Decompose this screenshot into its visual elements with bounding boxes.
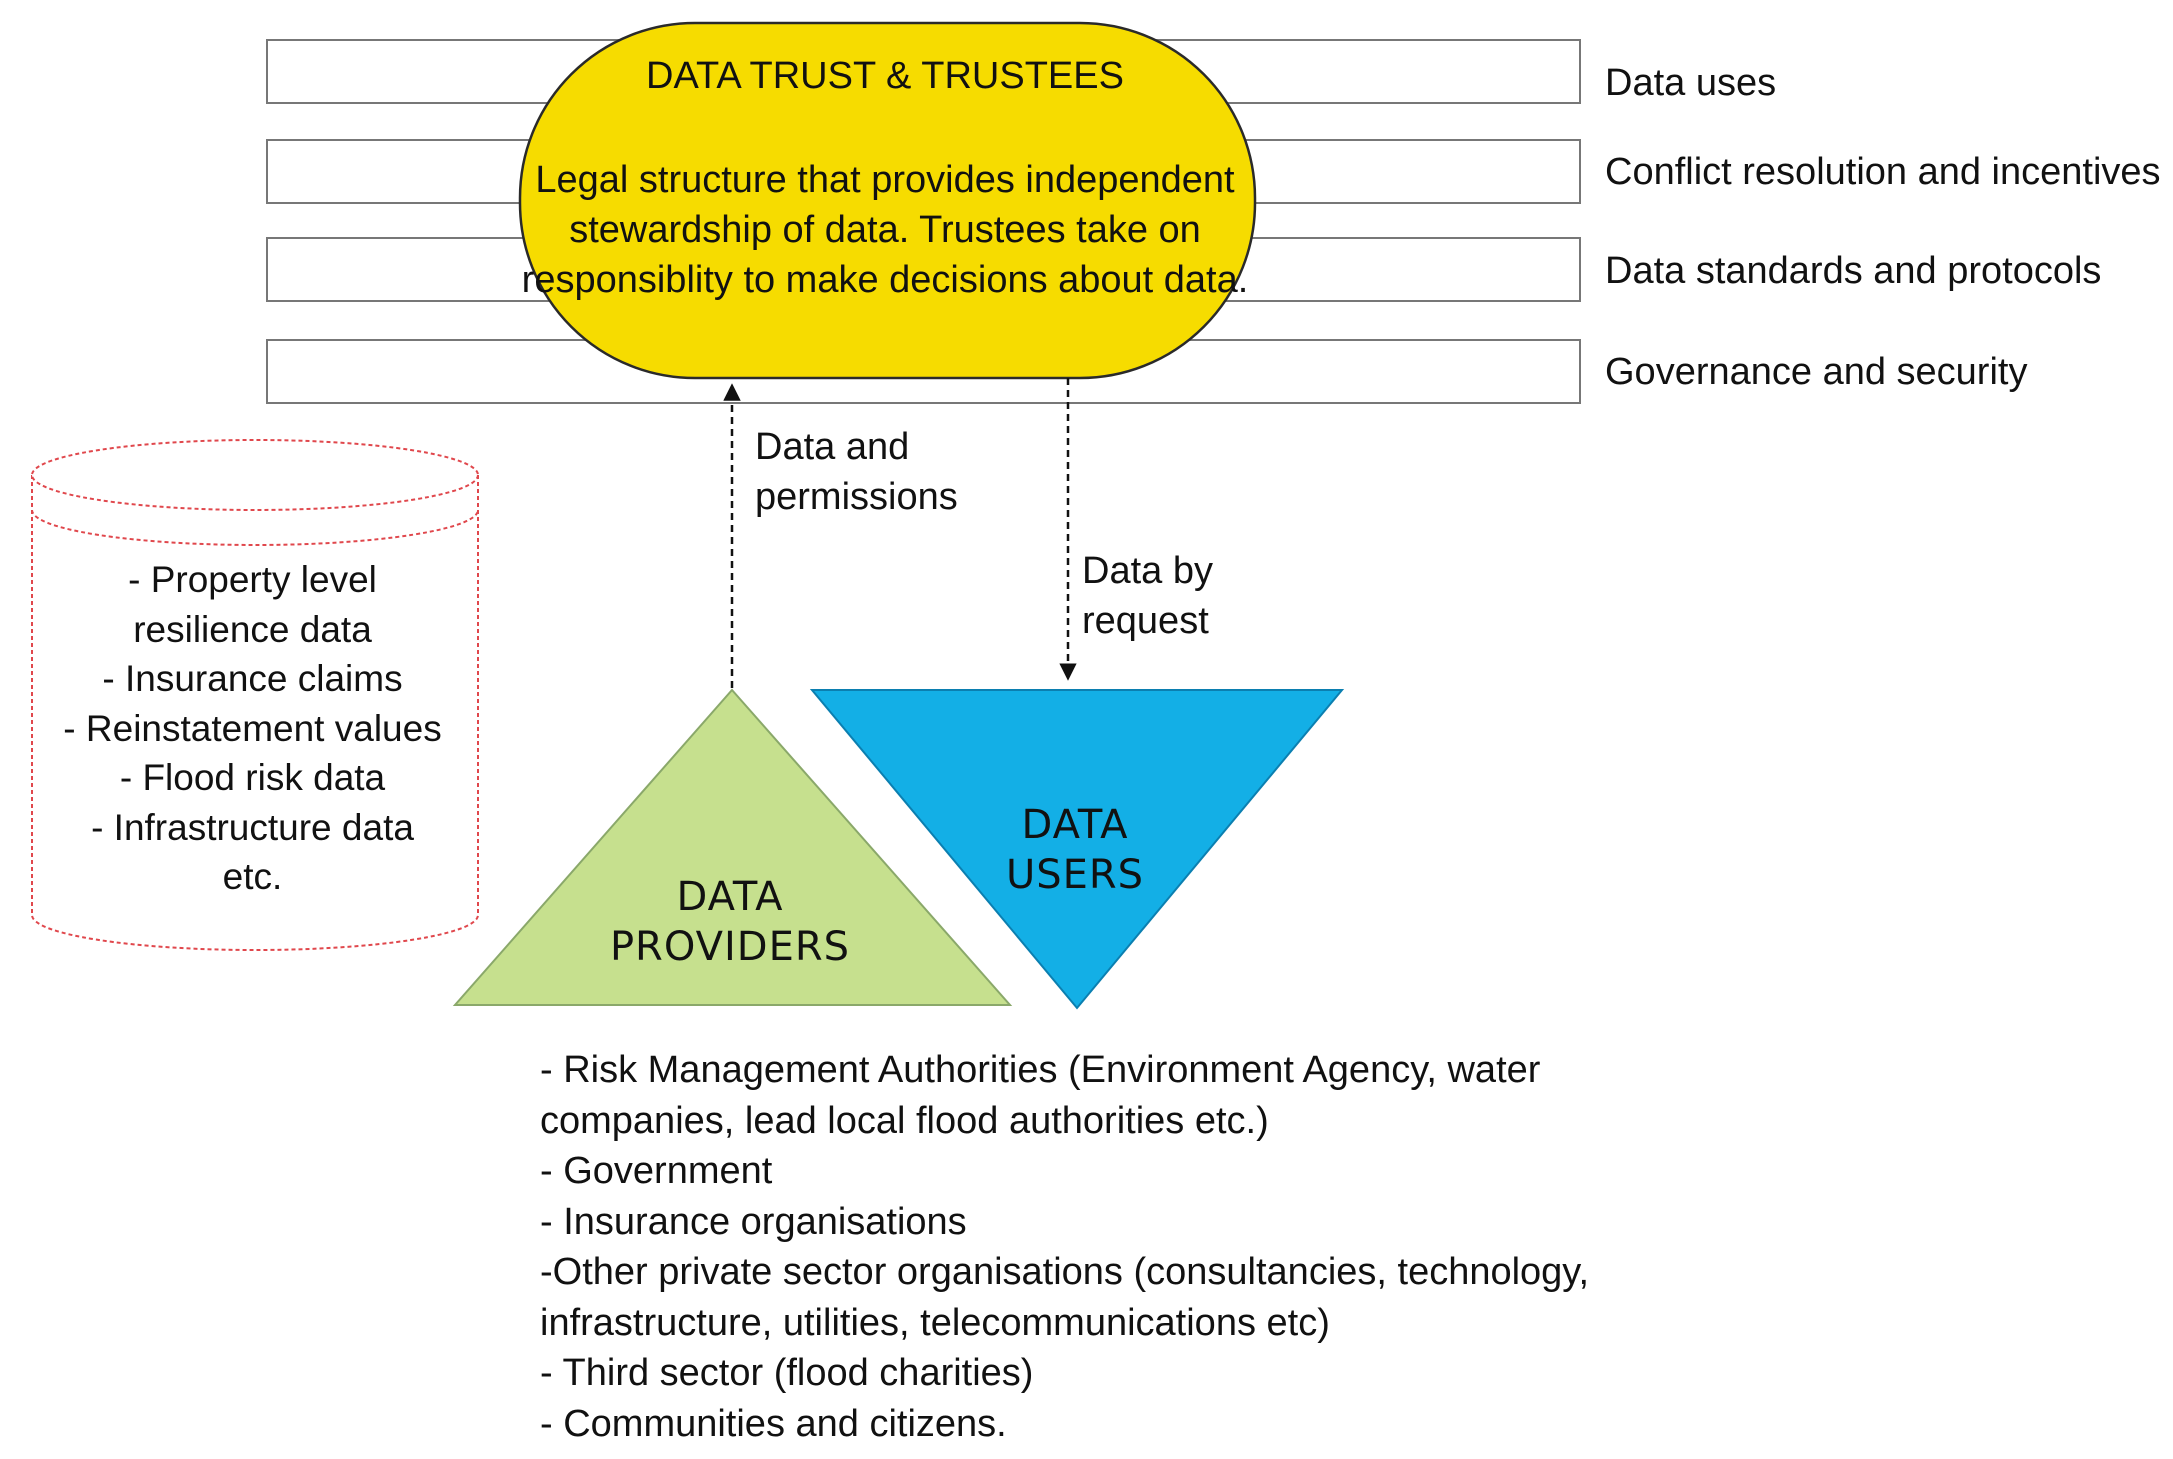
- data-users-label: DATA USERS: [1005, 802, 1145, 898]
- provider-organisation-list: - Risk Management Authorities (Environme…: [540, 1045, 1640, 1449]
- data-by-request-label: Data by request: [1082, 550, 1213, 642]
- layer-label-governance: Governance and security: [1605, 351, 2028, 393]
- list-item: companies, lead local flood authorities …: [540, 1099, 1269, 1142]
- list-item: - Insurance organisations: [540, 1200, 967, 1243]
- database-item-list: - Property level resilience data - Insur…: [40, 555, 465, 902]
- list-item: - Risk Management Authorities (Environme…: [540, 1049, 1541, 1091]
- database-cylinder-body: [31, 475, 479, 951]
- list-item: - Third sector (flood charities): [540, 1352, 1034, 1394]
- data-providers-label: DATA PROVIDERS: [609, 874, 851, 970]
- data-providers-triangle: [452, 688, 1013, 1006]
- database-cylinder-ring: [31, 509, 479, 546]
- database-cylinder-top: [31, 439, 479, 511]
- list-item: -Other private sector organisations (con…: [540, 1251, 1590, 1293]
- data-users-triangle: [809, 689, 1345, 1010]
- data-trust-shape: [518, 21, 1257, 380]
- layer-label-conflict-resolution: Conflict resolution and incentives: [1605, 151, 2161, 193]
- list-item: - Government: [540, 1150, 773, 1192]
- layer-label-data-uses: Data uses: [1605, 62, 1777, 104]
- list-item: infrastructure, utilities, telecommunica…: [540, 1301, 1330, 1344]
- data-trust-title: DATA TRUST & TRUSTEES: [646, 55, 1124, 97]
- database-item: - Flood risk data: [119, 757, 386, 798]
- data-trust-description: Legal structure that provides independen…: [521, 159, 1249, 301]
- database-item: - Insurance claims: [102, 658, 403, 699]
- layer-label-data-standards: Data standards and protocols: [1605, 250, 2102, 292]
- database-item: - Property level resilience data: [128, 559, 377, 650]
- database-cylinder: [31, 439, 479, 951]
- database-item: - Infrastructure data etc.: [91, 806, 414, 898]
- data-and-permissions-label: Data and permissions: [755, 426, 958, 518]
- database-item: - Reinstatement values: [63, 707, 442, 749]
- list-item: - Communities and citizens.: [540, 1402, 1007, 1445]
